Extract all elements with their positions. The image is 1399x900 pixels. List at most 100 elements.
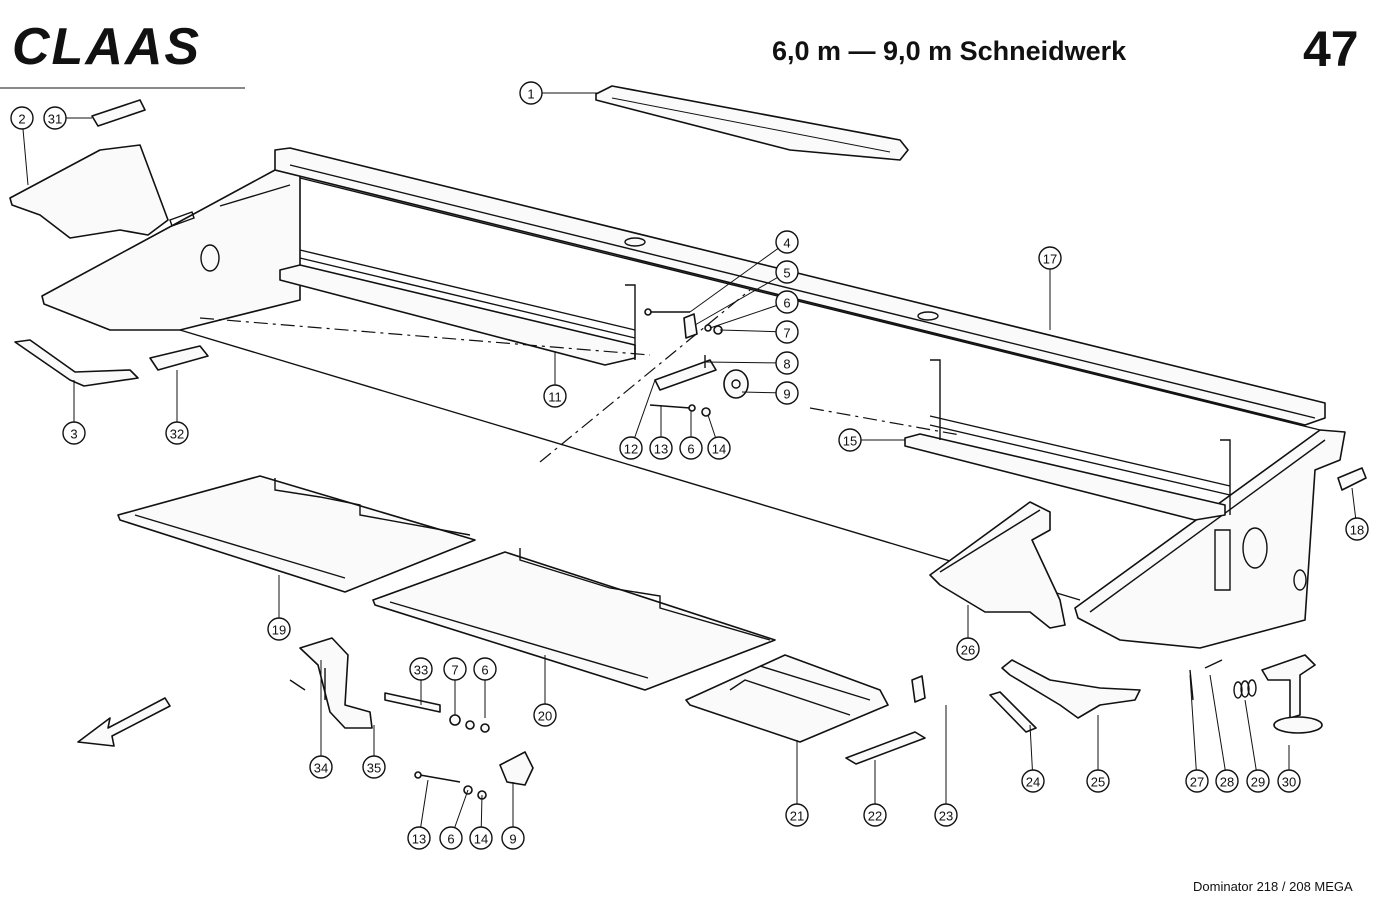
callout-circle xyxy=(619,436,643,460)
direction-arrow xyxy=(77,697,171,747)
leader-line-8 xyxy=(704,361,788,364)
callout-number: 6 xyxy=(447,832,454,847)
callout-circle xyxy=(309,755,333,779)
callout-9: 9 xyxy=(501,826,525,850)
callout-circle xyxy=(533,703,557,727)
claas-logo: CLAAS xyxy=(12,18,199,68)
callout-number: 12 xyxy=(624,442,638,457)
callout-number: 13 xyxy=(654,442,668,457)
part-15-channel xyxy=(904,359,1231,521)
part-30-foot xyxy=(1261,654,1323,734)
callout-number: 32 xyxy=(170,427,184,442)
callout-circle xyxy=(501,826,525,850)
model-footer: Dominator 218 / 208 MEGA xyxy=(1193,879,1353,894)
callout-circle xyxy=(775,381,799,405)
callout-28: 28 xyxy=(1215,769,1239,793)
part-25-shoe xyxy=(1001,659,1141,719)
callout-number: 8 xyxy=(783,357,790,372)
leader-line-28 xyxy=(1209,674,1228,782)
callout-circle xyxy=(863,803,887,827)
part-18-angle xyxy=(1337,467,1367,491)
page-title: 6,0 m — 9,0 m Schneidwerk xyxy=(772,36,1127,66)
hardware-cluster-bottom xyxy=(414,751,534,800)
callout-number: 15 xyxy=(843,434,857,449)
callout-number: 17 xyxy=(1043,252,1057,267)
callout-13: 13 xyxy=(649,436,673,460)
frame-top-beam xyxy=(274,147,1326,431)
callout-circle xyxy=(1246,769,1270,793)
centerline-diagonal xyxy=(539,289,751,463)
callout-circle xyxy=(775,320,799,344)
callout-11: 11 xyxy=(543,384,567,408)
centerline-left xyxy=(199,317,651,356)
page-number: 47 xyxy=(1303,21,1359,77)
callout-number: 21 xyxy=(790,809,804,824)
callout-31: 31 xyxy=(43,106,67,130)
callout-18: 18 xyxy=(1345,517,1369,541)
centerline-right xyxy=(809,407,961,436)
callout-14: 14 xyxy=(707,436,731,460)
callout-circle xyxy=(439,826,463,850)
callout-15: 15 xyxy=(838,428,862,452)
callout-circle xyxy=(362,755,386,779)
callout-number: 23 xyxy=(939,809,953,824)
part-29-spring xyxy=(1233,679,1257,699)
callout-number: 2 xyxy=(18,112,25,127)
callout-circle xyxy=(934,803,958,827)
callout-circle xyxy=(443,657,467,681)
callout-circle xyxy=(409,657,433,681)
callout-21: 21 xyxy=(785,803,809,827)
callout-circle xyxy=(649,436,673,460)
callout-number: 9 xyxy=(509,832,516,847)
part-3-skid xyxy=(14,339,139,387)
callout-number: 24 xyxy=(1026,775,1040,790)
callout-14: 14 xyxy=(469,826,493,850)
callout-7: 7 xyxy=(443,657,467,681)
callout-12: 12 xyxy=(619,436,643,460)
callout-number: 7 xyxy=(451,663,458,678)
callout-19: 19 xyxy=(267,617,291,641)
callout-number: 9 xyxy=(783,387,790,402)
callout-22: 22 xyxy=(863,803,887,827)
callout-circle xyxy=(1345,517,1369,541)
part-19-floor-plate xyxy=(117,475,476,593)
callout-number: 5 xyxy=(783,266,790,281)
callout-circle xyxy=(1086,769,1110,793)
callout-circle xyxy=(775,290,799,314)
callout-circle xyxy=(473,657,497,681)
part-22-strip xyxy=(845,731,926,765)
leader-line-12 xyxy=(630,379,656,449)
part-23-plate xyxy=(911,675,926,703)
callout-number: 4 xyxy=(783,236,790,251)
callout-33: 33 xyxy=(409,657,433,681)
callout-circle xyxy=(838,428,862,452)
callout-circle xyxy=(775,260,799,284)
callout-circle xyxy=(785,803,809,827)
callout-number: 28 xyxy=(1220,775,1234,790)
callout-number: 1 xyxy=(527,87,534,102)
callout-circle xyxy=(1185,769,1209,793)
callout-26: 26 xyxy=(956,637,980,661)
callout-number: 13 xyxy=(412,832,426,847)
callout-1: 1 xyxy=(519,81,543,105)
callout-circle xyxy=(10,106,34,130)
callout-number: 33 xyxy=(414,663,428,678)
part-1-cover-plate xyxy=(595,85,909,161)
callout-27: 27 xyxy=(1185,769,1209,793)
callout-number: 11 xyxy=(548,390,562,405)
callout-circle xyxy=(62,421,86,445)
part-2-side-panel xyxy=(9,144,169,239)
frame-right-section xyxy=(1074,429,1346,649)
callout-circle xyxy=(707,436,731,460)
callout-number: 18 xyxy=(1350,523,1364,538)
callout-24: 24 xyxy=(1021,769,1045,793)
callout-number: 14 xyxy=(474,832,488,847)
callout-number: 19 xyxy=(272,623,286,638)
leader-line-27 xyxy=(1189,674,1198,782)
callout-3: 3 xyxy=(62,421,86,445)
callout-circle xyxy=(407,826,431,850)
callout-circle xyxy=(1038,246,1062,270)
callout-circle xyxy=(679,436,703,460)
